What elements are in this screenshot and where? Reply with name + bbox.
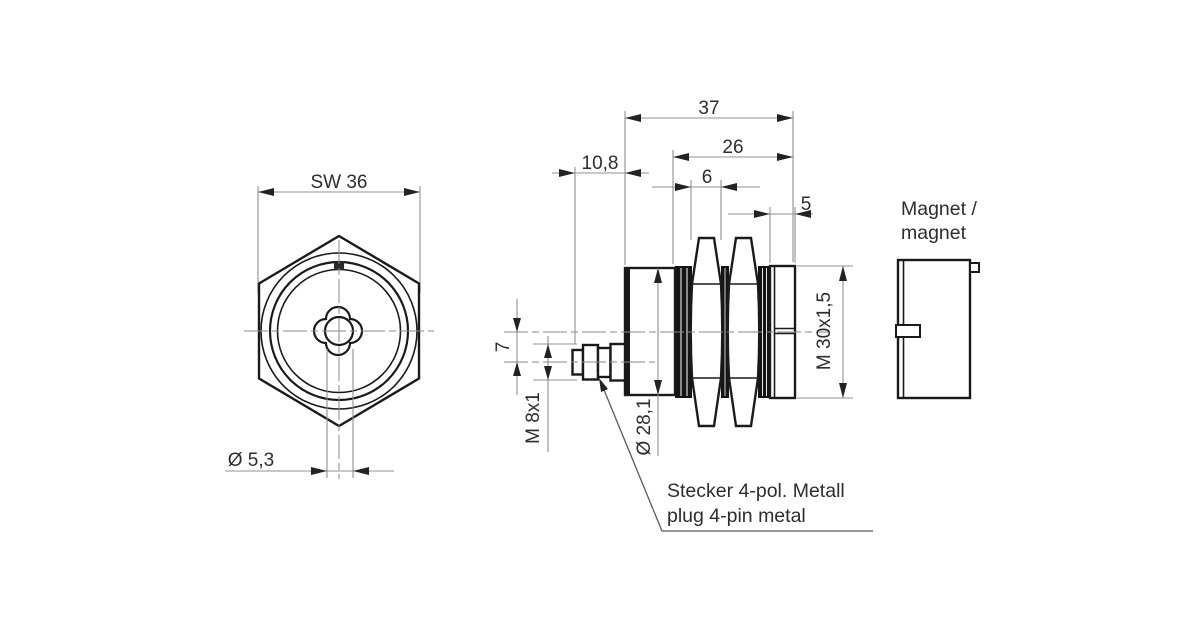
thread-band: [758, 266, 770, 398]
dim-m8-label: M 8x1: [523, 392, 544, 444]
dim-5-label: 5: [801, 194, 812, 215]
dim-7-label: 7: [493, 342, 514, 353]
front-view: SW 36 Ø 5,3: [225, 172, 434, 479]
connector-callout: Stecker 4-pol. Metall plug 4-pin metal: [599, 378, 873, 532]
dim-sw36: SW 36: [257, 172, 421, 293]
dim-7: 7: [493, 299, 521, 395]
dim-5: 5: [728, 194, 813, 263]
dim-hole-label: Ø 5,3: [228, 450, 274, 471]
dim-6: 6: [652, 167, 760, 240]
leader-line: [601, 384, 873, 532]
dim-6-label: 6: [702, 167, 713, 188]
magnet-tab: [969, 262, 980, 273]
magnet-view: Magnet / magnet: [895, 198, 980, 400]
dim-37: 37: [624, 98, 794, 265]
dim-108-label: 10,8: [582, 153, 619, 174]
side-view: 37 26 6 5: [493, 98, 873, 532]
connector-label-en: plug 4-pin metal: [667, 505, 806, 527]
dim-d281-label: Ø 28,1: [634, 398, 655, 455]
dim-m8: M 8x1: [523, 336, 577, 452]
magnet-label-line2: magnet: [901, 222, 967, 244]
dim-26: 26: [672, 137, 793, 264]
magnet-label-line1: Magnet /: [901, 198, 977, 220]
dim-26-label: 26: [722, 137, 743, 158]
dim-m30-label: M 30x1,5: [814, 292, 835, 370]
dim-108: 10,8: [552, 153, 649, 344]
dim-37-label: 37: [698, 98, 719, 119]
magnet-notch: [895, 324, 921, 338]
connector-label-de: Stecker 4-pol. Metall: [667, 480, 845, 502]
dim-hole: Ø 5,3: [225, 349, 394, 478]
dim-sw36-label: SW 36: [310, 172, 367, 193]
dim-d281: Ø 28,1: [634, 268, 662, 456]
keyway-notch: [334, 261, 344, 270]
dim-m30: M 30x1,5: [797, 265, 853, 399]
